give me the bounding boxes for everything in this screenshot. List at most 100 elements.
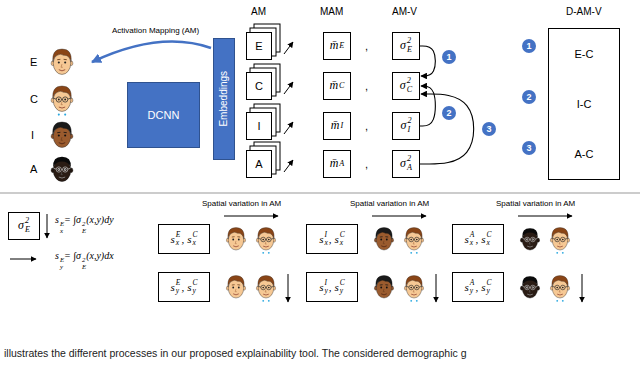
variance-map: σE2 xyxy=(392,32,420,60)
mean-map: m̄C xyxy=(323,72,351,100)
node-text: , xyxy=(475,233,478,245)
text-run: m̄ xyxy=(330,39,339,53)
node-text: 2 xyxy=(407,37,412,46)
face-icon xyxy=(51,49,73,74)
face-icon xyxy=(51,122,73,147)
text-run: , xyxy=(475,281,478,294)
activation-map: E xyxy=(246,32,272,60)
figure-caption: illustrates the different processes in o… xyxy=(4,347,466,359)
variation-arrow xyxy=(518,216,572,217)
node-text: s xyxy=(335,233,339,245)
text-run: , xyxy=(365,120,368,132)
separator-comma: , xyxy=(365,80,368,92)
formula: y xyxy=(60,263,64,270)
text-run: yA xyxy=(470,279,475,295)
text-run: yC xyxy=(486,279,491,295)
variation-caption: Spatial variation in AM xyxy=(202,199,281,208)
node-text: y xyxy=(340,287,345,295)
column-heading: D-AM-V xyxy=(566,6,602,17)
face-icon xyxy=(404,276,423,302)
score-box: syA,syC xyxy=(452,272,504,302)
face-icon xyxy=(520,228,539,250)
text-run: xI xyxy=(324,231,327,247)
step-number: 1 xyxy=(522,39,536,53)
text-run: yC xyxy=(192,279,197,295)
formula: = ∫σ xyxy=(64,214,81,225)
stack-arrow xyxy=(284,160,293,172)
node-text: 2 xyxy=(407,117,411,126)
node-text: 3 xyxy=(526,143,531,153)
face-icon xyxy=(51,157,73,182)
activation-map: I xyxy=(246,112,272,140)
text-run: s xyxy=(55,250,59,261)
node-text: C xyxy=(192,279,197,287)
group-letter: A xyxy=(30,163,37,176)
group-letter: I xyxy=(31,129,34,142)
text-run: s xyxy=(171,281,175,294)
variation-arrow xyxy=(372,216,426,217)
node-text: A xyxy=(470,231,475,239)
text-run: s xyxy=(319,233,323,246)
face-icon xyxy=(550,228,569,254)
step-number: 2 xyxy=(442,106,456,120)
text-run: σ xyxy=(400,39,406,53)
node-text: C xyxy=(340,279,345,287)
stack-arrow xyxy=(284,82,293,94)
text-run: m̄ xyxy=(329,79,338,93)
text-run: D-AM-V xyxy=(566,6,602,17)
node-text: s xyxy=(319,281,323,293)
text-run: E2 xyxy=(407,37,412,54)
node-text: 3 xyxy=(486,124,491,134)
stack-arrow xyxy=(284,42,293,54)
node-text: y xyxy=(486,287,491,295)
variation-arrow xyxy=(582,274,583,302)
node-text: x xyxy=(340,239,345,247)
text-run: A xyxy=(30,163,37,175)
node-text: s xyxy=(171,233,175,245)
text-run: I-C xyxy=(577,98,592,111)
formula: s xyxy=(55,250,59,261)
projection-arrow xyxy=(10,259,36,260)
text-run: E xyxy=(339,41,344,50)
formula: E xyxy=(60,220,64,227)
embedding-bar: Embeddings xyxy=(213,38,235,160)
step-number: 1 xyxy=(442,50,456,64)
formula: 2 xyxy=(82,256,86,263)
variance-map: σA2 xyxy=(392,150,420,178)
score-box: syI,syC xyxy=(306,272,358,302)
formula: syE= ∫σE2(x,y)dx xyxy=(55,250,114,270)
text-run: s xyxy=(465,281,469,294)
text-run: MAM xyxy=(320,6,343,17)
node-text: , xyxy=(181,233,184,245)
text-run: σ xyxy=(400,79,406,93)
text-run: A2 xyxy=(407,155,412,172)
node-text: s xyxy=(465,281,469,293)
step-number: 3 xyxy=(482,122,496,136)
node-text: I xyxy=(407,126,411,135)
node-text: A xyxy=(407,164,412,173)
node-text: C xyxy=(339,81,344,90)
node-text: E xyxy=(255,40,262,52)
text-run: Activation Mapping (AM) xyxy=(112,26,199,35)
text-run: s xyxy=(481,281,485,294)
separator-comma: , xyxy=(365,120,368,132)
group-letter: I xyxy=(31,129,34,141)
node-text: E-C xyxy=(575,48,594,60)
section-divider xyxy=(0,193,640,194)
text-run: C xyxy=(30,93,38,105)
node-text: C xyxy=(255,80,263,92)
text-run: I2 xyxy=(407,117,411,134)
column-heading: MAM xyxy=(320,6,343,17)
text-run: s xyxy=(335,281,339,294)
group-letter: A xyxy=(30,163,37,175)
activation-map: A xyxy=(246,150,272,178)
group-letter: C xyxy=(30,93,38,106)
dcnn-box: DCNN xyxy=(127,82,200,148)
step-number: 2 xyxy=(522,90,536,104)
face-icon xyxy=(550,276,569,302)
text-run: s xyxy=(465,233,469,246)
variation-caption: Spatial variation in AM xyxy=(350,199,429,208)
node-text: 1 xyxy=(446,52,451,62)
text-run: , xyxy=(365,158,368,170)
